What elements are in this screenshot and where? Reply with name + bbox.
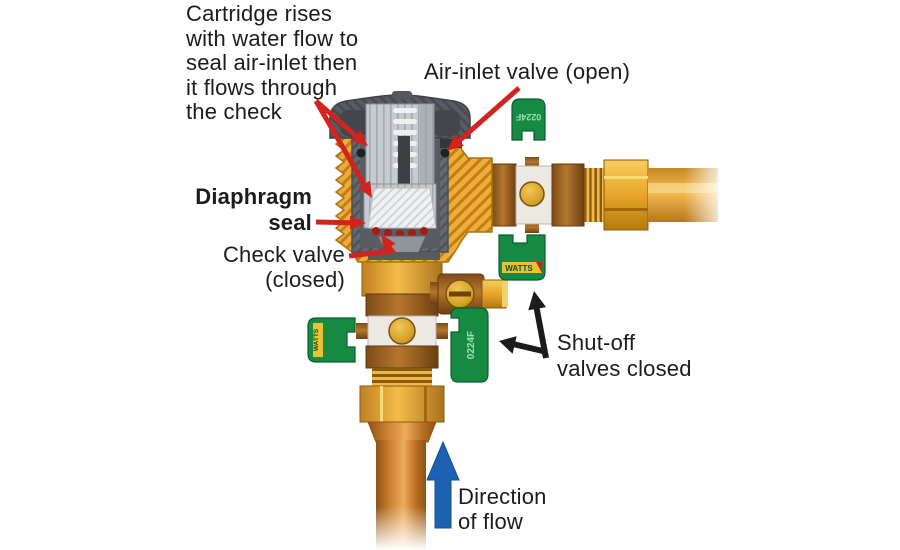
right-compression-nut bbox=[603, 159, 649, 231]
cartridge-note-label: Cartridge rises with water flow to seal … bbox=[186, 1, 386, 125]
cartridge-cylinder-shade bbox=[420, 104, 434, 184]
drain-valve-outlet-cap bbox=[502, 281, 508, 307]
tag-left-brand-text: WATTS bbox=[313, 328, 320, 351]
right-union-bottom-tab bbox=[525, 222, 539, 233]
air-inlet-valve-label: Air-inlet valve (open) bbox=[424, 59, 631, 84]
diaphragm-label-line2: seal bbox=[268, 210, 312, 235]
right-compression-ridges bbox=[584, 168, 605, 222]
tag-banner-red-corner bbox=[536, 262, 542, 273]
lower-nut-facet-shadow bbox=[424, 386, 427, 422]
check-valve-arrow bbox=[348, 234, 397, 259]
tag-left: WATTS bbox=[307, 317, 356, 363]
cartridge-note-line2: with water flow to bbox=[186, 25, 359, 51]
shutoff-arrows bbox=[499, 291, 549, 359]
lower-bronze-band-bottom bbox=[365, 345, 439, 369]
bonnet-stub bbox=[392, 91, 412, 99]
right-pipe-fade bbox=[684, 160, 728, 226]
shutoff-valves-label: Shut-off valves closed bbox=[557, 330, 692, 382]
tag-right-vertical: 0224F bbox=[450, 307, 489, 383]
check-valve-label-line1: Check valve bbox=[222, 242, 345, 267]
tag-top: 0224F bbox=[511, 98, 546, 141]
tag-left-strip bbox=[313, 323, 323, 357]
diaphragm-seal-label: Diaphragm seal bbox=[152, 184, 312, 236]
lower-shutoff-valve-stem bbox=[388, 317, 416, 345]
diaphragm-label-line1: Diaphragm bbox=[195, 184, 312, 209]
right-nut-facet-highlight bbox=[604, 176, 648, 179]
lower-nut-facet-highlight bbox=[380, 386, 383, 422]
shutoff-label-line2: valves closed bbox=[557, 356, 692, 381]
lower-compression-nut bbox=[359, 385, 445, 423]
tag-banner-brand-text: WATTS bbox=[505, 264, 533, 273]
tag-top-model-text: 0224F bbox=[515, 112, 541, 122]
right-shutoff-valve-stem bbox=[519, 181, 545, 207]
drain-valve-screw-slot bbox=[449, 291, 471, 297]
lower-compression-ridges bbox=[372, 368, 432, 386]
valve-cutaway bbox=[329, 91, 493, 263]
right-nut-facet-shadow bbox=[604, 208, 648, 211]
chamber-bottom-shadow bbox=[368, 252, 440, 260]
bonnet-shadow-right bbox=[432, 110, 460, 136]
cartridge-note-line1: Cartridge rises bbox=[186, 1, 333, 26]
air-inlet-arrow bbox=[447, 86, 521, 151]
diaphragm-seal-arrow bbox=[315, 215, 366, 230]
tag-below-right-pipe: WATTS bbox=[498, 234, 546, 281]
lower-union-left-tab bbox=[356, 323, 368, 339]
right-bronze-coupling bbox=[491, 163, 517, 227]
cartridge-stem bbox=[398, 136, 410, 194]
cartridge-arrow-lower bbox=[313, 99, 372, 198]
lower-brass-fitting bbox=[361, 257, 443, 297]
cartridge-note-line3: seal air-inlet then bbox=[186, 50, 358, 75]
cartridge-arrow-upper bbox=[314, 99, 368, 146]
cartridge-note-line5: the check bbox=[186, 99, 282, 124]
direction-of-flow-label: Direction of flow bbox=[458, 484, 547, 534]
diaphragm-seal-ring bbox=[372, 227, 428, 238]
right-union-top-tab bbox=[525, 157, 539, 168]
shutoff-arrow-left bbox=[499, 336, 548, 355]
direction-label-line1: Direction bbox=[458, 484, 547, 509]
direction-label-line2: of flow bbox=[458, 509, 523, 534]
check-valve-label-line2: (closed) bbox=[265, 267, 345, 292]
check-valve-label: Check valve (closed) bbox=[185, 242, 345, 292]
lower-pipe-assembly bbox=[356, 257, 508, 550]
o-ring-left bbox=[356, 148, 366, 158]
lower-nut-taper bbox=[367, 421, 437, 443]
right-pipe-assembly bbox=[491, 157, 728, 233]
shutoff-label-line1: Shut-off bbox=[557, 330, 636, 355]
lower-bronze-band-top bbox=[365, 293, 439, 317]
float-poppet bbox=[367, 187, 437, 229]
lower-union-right-tab bbox=[436, 323, 448, 339]
right-bronze-section bbox=[551, 163, 585, 227]
flow-direction-arrow bbox=[426, 440, 460, 529]
cartridge-note-line4: it flows through bbox=[186, 74, 338, 100]
lower-pipe-fade bbox=[370, 506, 432, 550]
tag-banner bbox=[502, 262, 542, 273]
tag-side-model-text: 0224F bbox=[466, 331, 477, 359]
red-annotation-arrows bbox=[313, 86, 521, 259]
drain-test-valve bbox=[430, 273, 508, 315]
right-pipe-highlight bbox=[648, 183, 718, 193]
